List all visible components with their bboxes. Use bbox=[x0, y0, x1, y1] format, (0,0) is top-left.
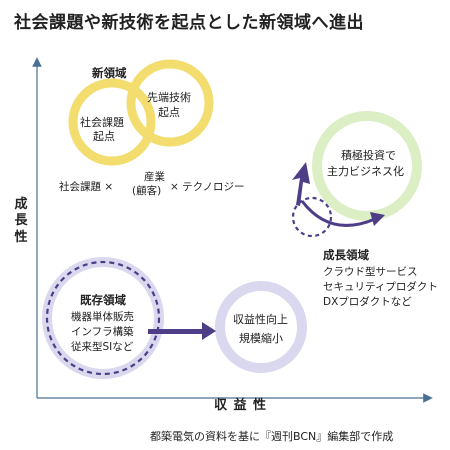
tech-label-1: 先端技術 bbox=[147, 91, 191, 104]
curve-to-growth-arrowhead bbox=[370, 212, 385, 226]
formula-part3: × テクノロジー bbox=[170, 181, 245, 193]
profit-ring bbox=[215, 281, 307, 373]
y-axis-label: 成 長 性 bbox=[13, 197, 29, 246]
growth-item-2: セキュリティプロダクト bbox=[323, 281, 438, 293]
source-note: 都築電気の資料を基に『週刊BCN』編集部で作成 bbox=[150, 430, 394, 443]
formula-part2-line1: 産業 bbox=[144, 171, 165, 183]
formula-part2-line2: (顧客) bbox=[132, 185, 162, 197]
diagram-title: 社会課題や新技術を起点とした新領域へ進出 bbox=[14, 13, 364, 33]
profit-line2: 規模縮小 bbox=[239, 332, 283, 345]
social-issue-ring bbox=[68, 78, 156, 166]
growth-item-3: DXプロダクトなど bbox=[323, 296, 412, 308]
growth-item-1: クラウド型サービス bbox=[323, 266, 418, 278]
growth-heading: 成長領域 bbox=[323, 248, 369, 262]
existing-item-1: 機器単体販売 bbox=[71, 311, 134, 323]
transition-dashed-circle bbox=[291, 196, 333, 238]
up-to-growth-arrow bbox=[292, 162, 310, 206]
social-issue-label-1: 社会課題 bbox=[80, 116, 124, 129]
existing-to-profit-arrow bbox=[148, 322, 216, 340]
existing-item-3: 従来型SIなど bbox=[71, 341, 134, 353]
y-axis-char: 成 bbox=[14, 197, 28, 212]
tech-ring bbox=[126, 59, 214, 147]
x-axis-label: 収 益 性 bbox=[214, 398, 268, 413]
y-axis-char: 長 bbox=[14, 213, 28, 229]
curve-to-growth-arrow bbox=[300, 200, 376, 227]
y-axis-char: 性 bbox=[14, 229, 28, 245]
existing-item-2: インフラ構築 bbox=[71, 326, 134, 338]
existing-dashed-ring bbox=[45, 260, 161, 376]
growth-ring bbox=[312, 111, 422, 221]
tech-label-2: 起点 bbox=[158, 106, 180, 119]
new-domain-heading: 新領域 bbox=[92, 66, 127, 80]
growth-circle-line2: 主力ビジネス化 bbox=[327, 165, 404, 178]
growth-circle-line1: 積極投資で bbox=[341, 149, 396, 162]
profit-line1: 収益性向上 bbox=[233, 313, 288, 326]
existing-heading: 既存領域 bbox=[80, 293, 126, 307]
social-issue-label-2: 起点 bbox=[93, 130, 115, 143]
formula-part1: 社会課題 × bbox=[59, 181, 114, 193]
